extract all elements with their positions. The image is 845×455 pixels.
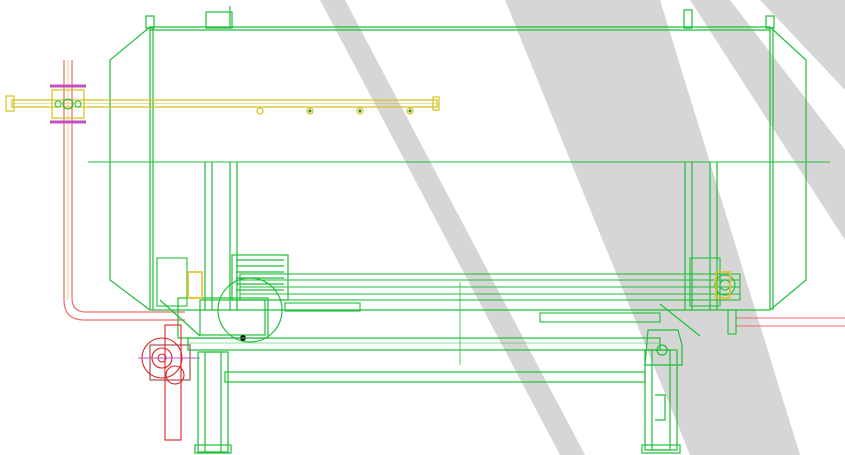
top-lug-left xyxy=(145,15,155,29)
frame-bottom-beam xyxy=(224,371,646,383)
inlet-pipe-inner xyxy=(71,60,185,313)
right-leg-handle xyxy=(655,394,666,421)
nozzle-mark-3 xyxy=(358,109,362,113)
scraper-bar-left xyxy=(284,302,361,312)
left-leg-foot xyxy=(194,444,232,454)
lower-valve-assembly xyxy=(138,324,200,441)
left-leg-outer xyxy=(197,351,229,453)
right-leg-pin xyxy=(656,344,668,356)
spray-nozzle-marks xyxy=(308,109,412,113)
nozzle-1 xyxy=(256,107,264,115)
tank-shell xyxy=(88,6,830,311)
shaft-assembly xyxy=(156,257,741,365)
right-leg-bracket xyxy=(644,329,683,366)
right-bearing-housing xyxy=(689,257,721,307)
drive-frame xyxy=(177,297,269,339)
valve-center xyxy=(62,98,74,110)
watermark-stripe-2 xyxy=(505,0,800,455)
pump-flange xyxy=(149,344,191,381)
scraper-bar-right xyxy=(539,312,661,323)
right-bearing xyxy=(714,274,736,296)
spray-bar xyxy=(5,95,440,115)
spray-bar-end-left xyxy=(5,95,15,112)
left-leg-inner xyxy=(204,351,222,453)
watermark-stripes xyxy=(320,0,845,455)
right-leg-foot xyxy=(641,444,681,454)
watermark-stripe-4 xyxy=(760,0,845,90)
top-lug-right2 xyxy=(765,15,775,29)
top-lug-mid xyxy=(205,11,233,29)
gearbox xyxy=(199,299,266,336)
nozzle-2 xyxy=(306,107,314,115)
coupling-left-yellow xyxy=(187,271,203,299)
coupling xyxy=(187,271,731,341)
left-bearing-housing xyxy=(156,257,188,307)
valve-stem-left xyxy=(54,100,62,108)
coupling-right-yellow xyxy=(715,271,731,299)
pump-lower-disc xyxy=(165,365,185,385)
stay-right xyxy=(659,303,701,337)
valve-stem-right xyxy=(74,100,82,108)
base-frame xyxy=(159,299,701,454)
frame-top-beam xyxy=(187,337,661,351)
inlet-pipe-outer xyxy=(63,60,185,321)
nozzle-3 xyxy=(356,107,364,115)
gear-wheel xyxy=(217,277,283,343)
spray-bar-end-right xyxy=(432,96,440,111)
watermark-stripe-1 xyxy=(320,0,585,455)
outlet-flange xyxy=(727,309,737,335)
nozzle-mark-4 xyxy=(408,109,412,113)
inlet-pipe xyxy=(50,60,185,321)
nozzle-4 xyxy=(406,107,414,115)
valve-body xyxy=(51,89,85,119)
lower-pipe-vertical xyxy=(164,324,182,441)
stay-left xyxy=(159,299,201,337)
right-leg-inner xyxy=(651,349,671,451)
top-lug-right1 xyxy=(683,9,693,29)
nozzle-mark-2 xyxy=(308,109,312,113)
outlet-pipe xyxy=(727,309,845,335)
